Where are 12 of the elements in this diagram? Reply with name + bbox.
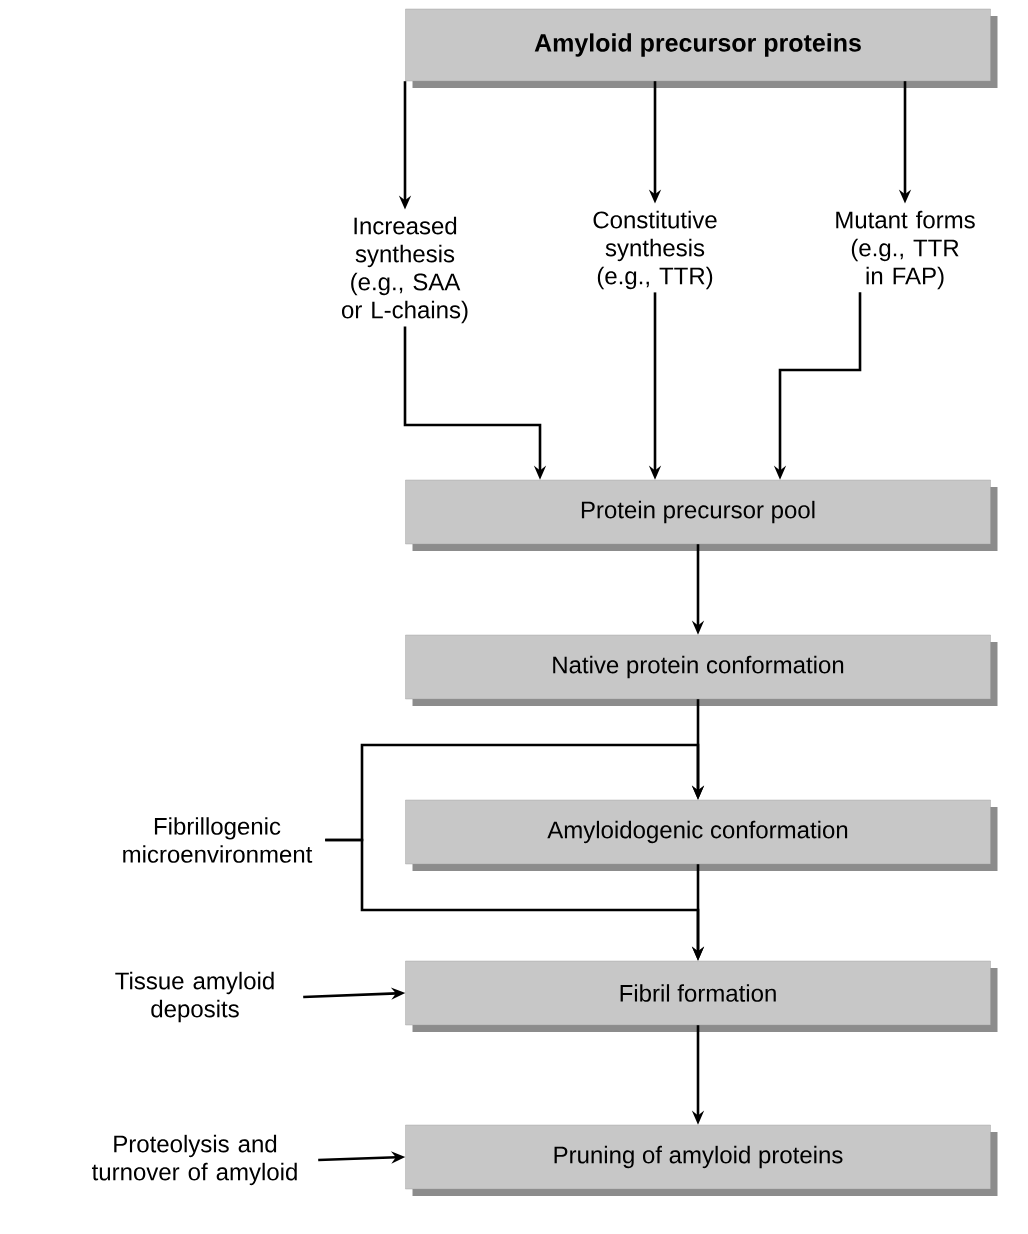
process-box: Amyloidogenic conformation: [405, 799, 998, 871]
process-box: Protein precursor pool: [405, 479, 998, 551]
label-text: Fibrillogenic microenvironment: [123, 817, 313, 863]
process-box: Pruning of amyloid proteins: [405, 1124, 998, 1196]
label-text: Increased synthesis (e.g., SAA or L-chains): [342, 216, 468, 324]
process-box: Amyloid precursor proteins: [405, 8, 998, 88]
label-text: Tissue amyloid deposits: [115, 971, 274, 1023]
process-box: Fibril formation: [405, 960, 998, 1032]
label-text: Constitutive synthesis (e.g., TTR): [593, 210, 717, 290]
label-text: Proteolysis and turnover of amyloid: [92, 1134, 297, 1186]
label-text: Mutant forms (e.g., TTR in FAP): [836, 210, 975, 290]
process-box: Native protein conformation: [405, 634, 998, 706]
